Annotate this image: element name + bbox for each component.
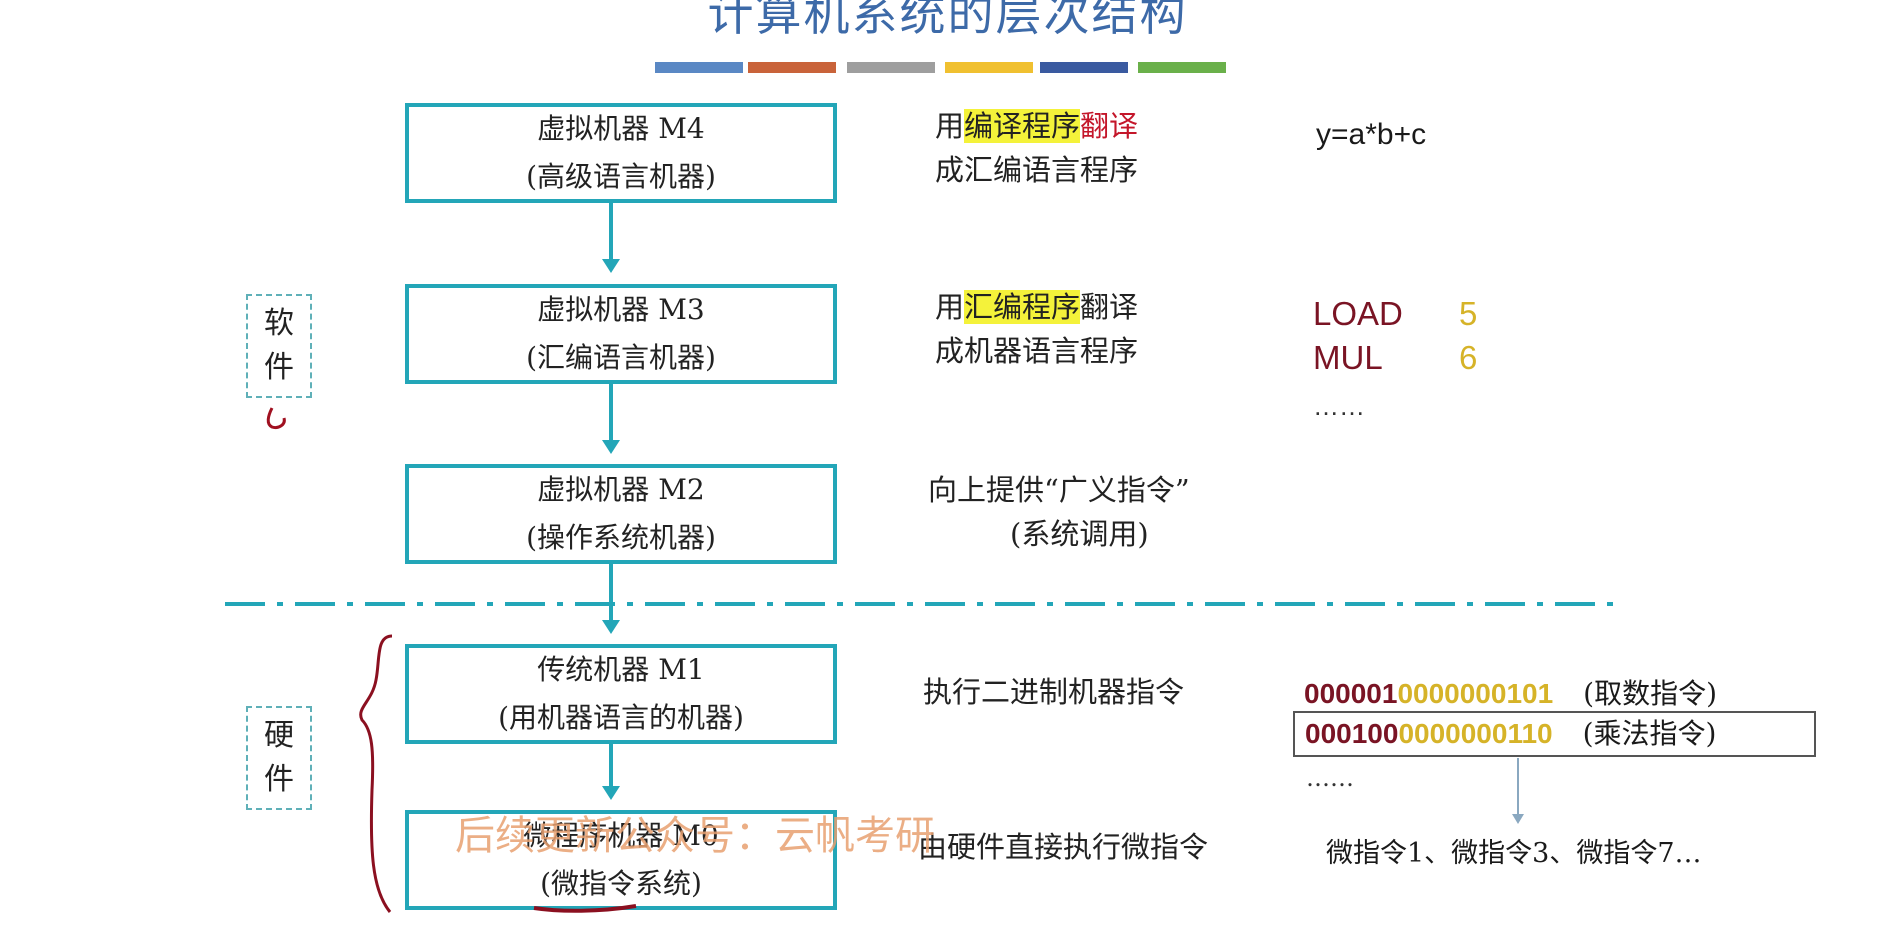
watermark: 后续更新公众号：云帆考研 xyxy=(455,813,935,859)
software-label: 软 件 xyxy=(246,294,312,398)
highlighted-term: 汇编程序 xyxy=(964,290,1081,324)
arrow-line xyxy=(609,384,613,440)
level-subtitle: (微指令系统) xyxy=(540,867,702,900)
level-subtitle: (操作系统机器) xyxy=(526,521,716,554)
high-level-expression: y=a*b+c xyxy=(1316,118,1427,151)
pointer-line xyxy=(1517,758,1519,816)
desc-m4: 用编译程序翻译 成汇编语言程序 xyxy=(935,109,1139,187)
level-name: 微程序机器 M0 xyxy=(523,819,719,852)
arrow-line xyxy=(609,564,613,620)
level-box-m3: 虚拟机器 M3 (汇编语言机器) xyxy=(405,284,837,384)
desc-m2: 向上提供“广义指令” (系统调用) xyxy=(928,473,1190,551)
title-color-bar xyxy=(1040,62,1128,73)
micro-instruction-list: 微指令1、微指令3、微指令7… xyxy=(1326,838,1702,869)
highlighted-term: 编译程序 xyxy=(964,109,1081,143)
level-name: 传统机器 M1 xyxy=(537,653,705,686)
level-box-m1: 传统机器 M1 (用机器语言的机器) xyxy=(405,644,837,744)
machine-code-line: 0000010000000101(取数指令) xyxy=(1304,677,1718,710)
desc-m1: 执行二进制机器指令 xyxy=(923,675,1185,709)
hardware-brace-mark xyxy=(359,634,393,913)
level-subtitle: (高级语言机器) xyxy=(526,160,716,193)
level-name: 虚拟机器 M3 xyxy=(537,293,705,326)
pen-mark xyxy=(266,407,286,429)
title-color-bar xyxy=(1138,62,1226,73)
arrow-down-icon xyxy=(1512,814,1524,824)
arrow-down-icon xyxy=(602,620,620,634)
arrow-line xyxy=(609,203,613,259)
title-color-bar xyxy=(847,62,935,73)
software-hardware-divider xyxy=(225,602,1620,606)
title-color-bar xyxy=(655,62,743,73)
level-box-m0: 微程序机器 M0 (微指令系统) xyxy=(405,810,837,910)
desc-m3: 用汇编程序翻译 成机器语言程序 xyxy=(935,290,1139,368)
level-name: 虚拟机器 M2 xyxy=(537,473,705,506)
desc-m0: 由硬件直接执行微指令 xyxy=(918,830,1209,864)
arrow-line xyxy=(609,744,613,786)
machine-code-line-boxed: 0001000000000110(乘法指令) xyxy=(1293,711,1816,757)
level-box-m4: 虚拟机器 M4 (高级语言机器) xyxy=(405,103,837,203)
level-name: 虚拟机器 M4 xyxy=(537,112,705,145)
underline-mark xyxy=(533,904,637,913)
hardware-label: 硬 件 xyxy=(246,706,312,810)
level-box-m2: 虚拟机器 M2 (操作系统机器) xyxy=(405,464,837,564)
title-color-bar xyxy=(945,62,1033,73)
arrow-down-icon xyxy=(602,259,620,273)
level-subtitle: (用机器语言的机器) xyxy=(498,701,744,734)
title-color-bar xyxy=(748,62,836,73)
arrow-down-icon xyxy=(602,786,620,800)
machine-code-ellipsis: …… xyxy=(1306,764,1354,792)
level-subtitle: (汇编语言机器) xyxy=(526,341,716,374)
slide-title: 计算机系统的层次结构 xyxy=(707,0,1188,41)
arrow-down-icon xyxy=(602,440,620,454)
